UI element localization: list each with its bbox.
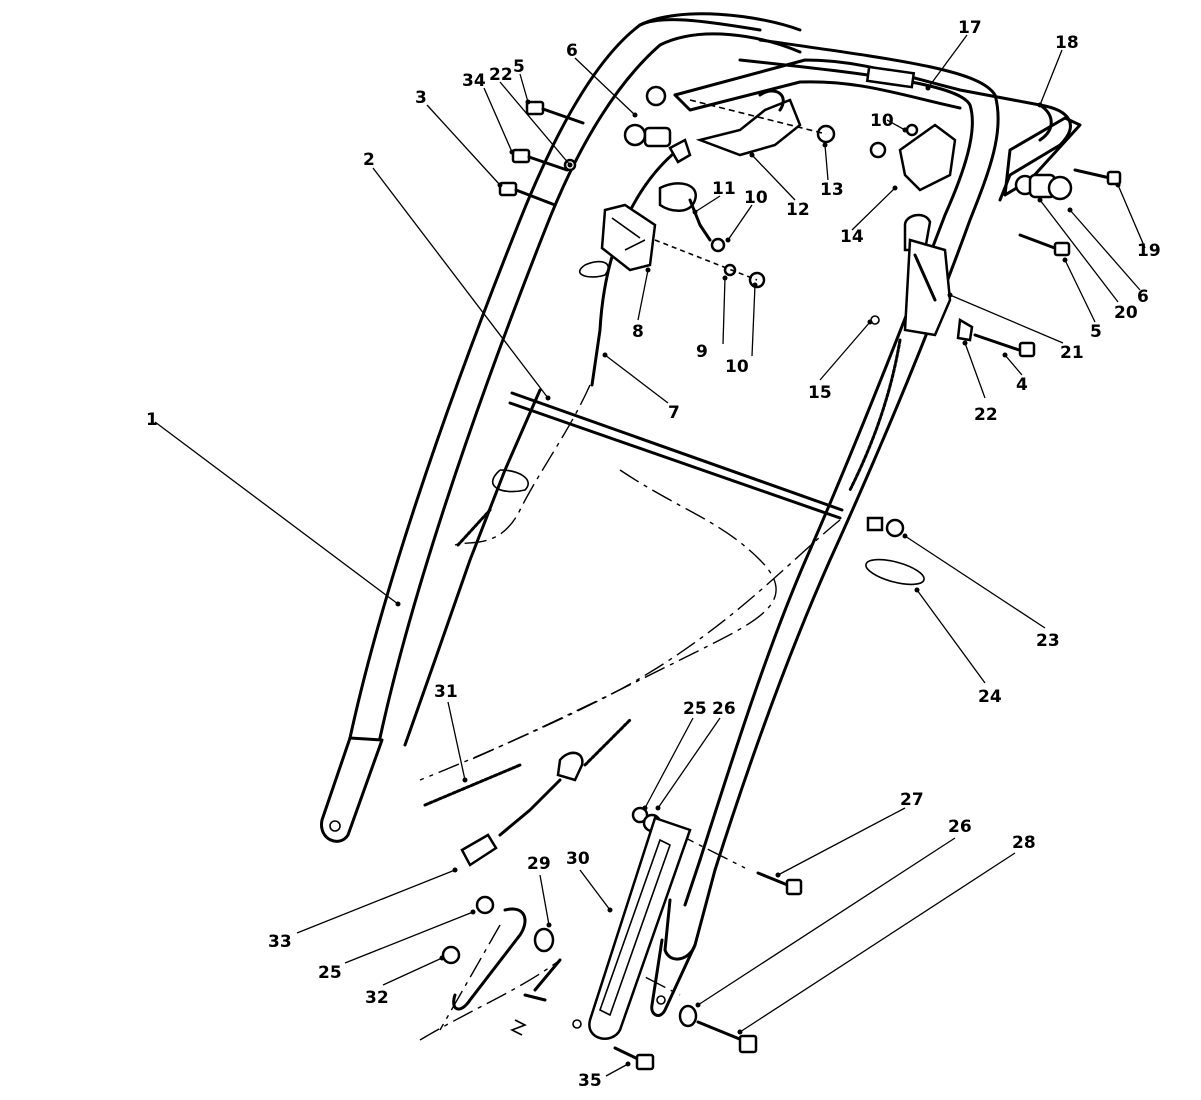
lever-bracket <box>848 123 957 492</box>
callout-26b: 26 <box>948 817 972 837</box>
callout-22: 22 <box>489 65 513 85</box>
callout-26: 26 <box>712 699 736 719</box>
callout-31: 31 <box>434 682 458 702</box>
bolt-5b <box>1018 233 1071 257</box>
control-rod <box>439 816 692 1040</box>
bolt-3 <box>498 181 557 207</box>
callout-29: 29 <box>527 854 551 874</box>
bolt-34 <box>511 148 569 172</box>
callout-4: 4 <box>1016 375 1028 395</box>
callout-7: 7 <box>668 403 680 423</box>
bolt-5a <box>525 100 585 125</box>
leader-lines <box>154 34 1146 1077</box>
callout-19: 19 <box>1137 241 1161 261</box>
top-handle-bar <box>673 58 1082 202</box>
callout-21: 21 <box>1060 343 1084 363</box>
callout-6: 6 <box>566 41 578 61</box>
bolt-4 <box>973 333 1036 358</box>
callout-12: 12 <box>786 200 810 220</box>
callout-17: 17 <box>958 18 982 38</box>
bolt-35 <box>613 1046 655 1071</box>
callout-30: 30 <box>566 849 590 869</box>
mount-bracket <box>623 85 836 164</box>
callout-25b: 25 <box>318 963 342 983</box>
callout-18: 18 <box>1055 33 1079 53</box>
callout-10c: 10 <box>870 111 894 131</box>
callout-9: 9 <box>696 342 708 362</box>
callout-20: 20 <box>1114 303 1138 323</box>
callout-labels: 1 2 3 34 22 5 6 11 10 8 9 10 7 12 13 17 … <box>146 18 1161 1091</box>
control-cable <box>454 146 682 547</box>
callout-8: 8 <box>632 322 644 342</box>
callout-33: 33 <box>268 932 292 952</box>
callout-34: 34 <box>462 71 486 91</box>
bolt-28 <box>696 1020 758 1054</box>
callout-28: 28 <box>1012 833 1036 853</box>
callout-22b: 22 <box>974 405 998 425</box>
cross-bar <box>508 391 844 520</box>
throttle-cable <box>423 718 632 867</box>
callout-5b: 5 <box>1090 322 1102 342</box>
callout-2: 2 <box>363 150 375 170</box>
callout-35: 35 <box>578 1071 602 1091</box>
callout-3: 3 <box>415 88 427 108</box>
bolt-27 <box>756 871 803 896</box>
callout-32: 32 <box>365 988 389 1008</box>
callout-6b: 6 <box>1137 287 1149 307</box>
callout-25: 25 <box>683 699 707 719</box>
plug-23 <box>866 516 905 538</box>
callout-13: 13 <box>820 180 844 200</box>
callout-24: 24 <box>978 687 1002 707</box>
callout-14: 14 <box>840 227 864 247</box>
callout-15: 15 <box>808 383 832 403</box>
callout-1: 1 <box>146 410 158 430</box>
callout-10: 10 <box>744 188 768 208</box>
callout-27: 27 <box>900 790 924 810</box>
bolt-19 <box>1073 168 1122 186</box>
callout-10b: 10 <box>725 357 749 377</box>
bolts <box>441 100 1122 1071</box>
callout-5: 5 <box>513 57 525 77</box>
callout-23: 23 <box>1036 631 1060 651</box>
switch-bracket <box>600 182 766 289</box>
pin-20 <box>1014 173 1073 201</box>
leader-dots <box>395 85 1121 1067</box>
callout-11: 11 <box>712 179 736 199</box>
handle-frame <box>320 12 802 843</box>
